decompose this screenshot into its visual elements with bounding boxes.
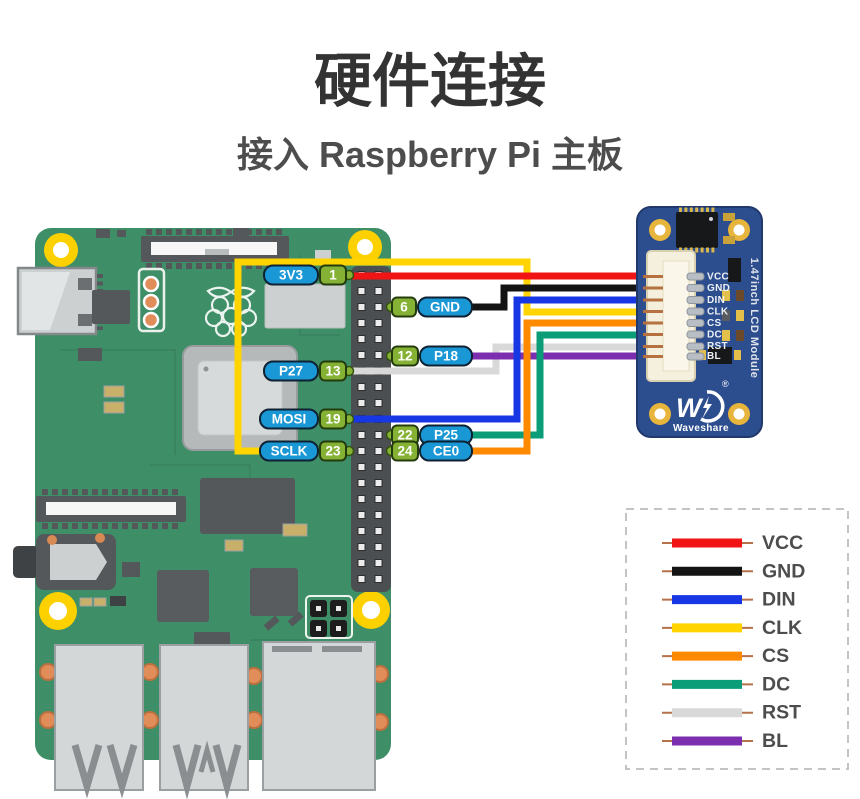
legend-item-dc: DC (662, 673, 790, 695)
pin-name: P18 (434, 349, 459, 364)
legend-item-din: DIN (662, 589, 796, 611)
mounting-hole-center (357, 239, 373, 255)
pin-name: SCLK (271, 444, 308, 459)
legend-item-bl: BL (662, 730, 788, 752)
pi-components (78, 228, 346, 660)
pin-label-p25: 22 P25 (391, 424, 473, 446)
three-pin-connector (137, 267, 166, 333)
legend-item-clk: CLK (662, 617, 802, 639)
lcd-mounting-holes (649, 219, 750, 425)
legend-label: DC (762, 673, 790, 695)
lcd-pin-dc: DC (707, 330, 722, 341)
audio-jack (13, 533, 116, 590)
lcd-pin-gnd: GND (707, 283, 730, 294)
pin-label-sclk: SCLK 23 (259, 440, 347, 462)
legend-label: CLK (762, 617, 802, 639)
legend-border (625, 508, 849, 770)
mounting-hole-center (53, 242, 69, 258)
raspberry-pi-board (13, 228, 391, 799)
legend-label: CS (762, 645, 789, 667)
pin-number: 13 (325, 364, 341, 379)
usb-port-2 (159, 644, 249, 799)
pin-number: 22 (397, 428, 412, 443)
lcd-pin-labels: VCC GND DIN CLK CS DC RST BL (707, 272, 730, 363)
usb-port-1 (54, 644, 144, 799)
pin-number: 23 (325, 444, 341, 459)
pin-name: P27 (279, 364, 303, 379)
wire-din (349, 296, 644, 423)
pin-number: 1 (329, 268, 337, 283)
lcd-pin-vcc: VCC (707, 272, 729, 283)
pin-label-3v3: 3V3 1 (263, 264, 347, 286)
pin-number: 24 (397, 444, 413, 459)
pin-name: CE0 (433, 444, 459, 459)
lcd-module-name: 1.47inch LCD Module (748, 258, 760, 379)
pin-name: P25 (434, 428, 459, 443)
lcd-pin-rst: RST (707, 341, 728, 352)
waveshare-brand-text: Waveshare (673, 423, 729, 434)
ethernet-port (262, 641, 376, 791)
pin-number: 12 (397, 349, 412, 364)
legend-label: DIN (762, 589, 796, 611)
page-subtitle: 接入 Raspberry Pi 主板 (237, 134, 623, 175)
mounting-hole-center (49, 602, 67, 620)
legend-item-vcc: VCC (662, 532, 803, 554)
wire-gnd (468, 284, 644, 311)
legend-label: GND (762, 560, 805, 582)
wire-dc (468, 331, 644, 439)
legend-item-gnd: GND (662, 560, 805, 582)
lcd-pin-bl: BL (707, 351, 721, 362)
wire-tips (643, 275, 663, 358)
legend-label: VCC (762, 532, 803, 554)
pin-name: GND (430, 300, 460, 315)
waveshare-logo-swoosh (700, 390, 725, 423)
waveshare-logo-w: W (676, 393, 704, 423)
wires (234, 258, 644, 455)
pin-name: MOSI (272, 412, 307, 427)
wire-cs (468, 319, 644, 455)
gpio-header (351, 266, 391, 592)
legend-item-rst: RST (662, 702, 801, 724)
waveshare-logo-bolt (702, 396, 712, 419)
lcd-pin-din: DIN (707, 295, 725, 306)
waveshare-logo: W ® Waveshare (673, 379, 729, 434)
pin-label-ce0: 24 CE0 (391, 440, 473, 462)
lcd-pin-clk: CLK (707, 307, 729, 318)
legend: VCC GND DIN CLK CS DC (625, 508, 849, 770)
legend-label: BL (762, 730, 788, 752)
pin-header-2x2 (305, 595, 353, 639)
lcd-pin-cs: CS (707, 318, 722, 329)
wire-clk (234, 258, 644, 455)
registered-mark: ® (722, 379, 729, 389)
page-title: 硬件连接 (314, 49, 546, 114)
gpio-pin-labels: 3V3 1 P27 13 MOSI 19 SCLK 23 6 GND (259, 264, 473, 462)
pin-label-p18: 12 P18 (391, 345, 473, 367)
mounting-hole-center (362, 601, 380, 619)
camera-connector (36, 489, 186, 529)
lcd-header-pins (686, 272, 705, 361)
pin-label-mosi: MOSI 19 (259, 408, 347, 430)
display-connector (141, 229, 289, 269)
legend-item-cs: CS (662, 645, 789, 667)
pin-number: 19 (325, 412, 340, 427)
legend-label: RST (762, 702, 801, 724)
pi-mounting-holes (39, 230, 390, 630)
hdmi-connector (16, 266, 103, 336)
gpio-pins (352, 271, 390, 584)
pin-name: 3V3 (279, 268, 304, 283)
pin-number: 6 (400, 300, 408, 315)
pin-label-p27: P27 13 (263, 360, 347, 382)
lcd-fpc-socket-inner (662, 260, 690, 372)
lcd-module: VCC GND DIN CLK CS DC RST BL 1.47inch LC… (636, 206, 763, 438)
pin-label-gnd: 6 GND (391, 296, 473, 318)
lcd-driver-ic (676, 207, 735, 253)
